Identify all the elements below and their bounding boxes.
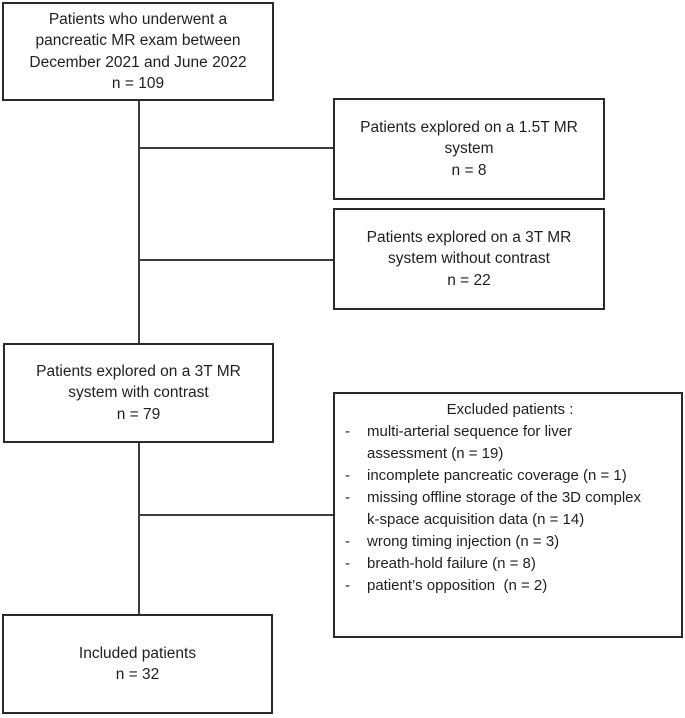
box-included-patients: Included patients n = 32 <box>2 614 273 714</box>
connector-branch-3t-no-contrast <box>139 259 333 261</box>
box-excluded-3t-without-contrast: Patients explored on a 3T MR system with… <box>333 208 605 310</box>
box-text-line: system without contrast <box>388 250 550 268</box>
excluded-item-text: multi-arterial sequence for liver <box>367 423 573 440</box>
excluded-item-text: incomplete pancreatic coverage (n = 1) <box>367 467 627 484</box>
box-text-line: pancreatic MR exam between <box>35 32 241 49</box>
excluded-item: - breath-hold failure (n = 8) <box>345 553 675 575</box>
excluded-item: - wrong timing injection (n = 3) <box>345 531 675 553</box>
box-count: n = 8 <box>451 161 487 179</box>
bullet-dash: - <box>345 533 350 550</box>
box-count: n = 32 <box>115 666 160 683</box>
connector-branch-excluded <box>139 514 333 516</box>
bullet-dash: - <box>345 555 350 572</box>
bullet-dash: - <box>345 489 350 506</box>
excluded-item: - multi-arterial sequence for liver asse… <box>345 421 675 465</box>
excluded-item-text: breath-hold failure (n = 8) <box>367 555 536 572</box>
connector-vertical-bottom <box>138 443 140 614</box>
box-text-line: system <box>444 140 494 158</box>
connector-branch-15t <box>139 147 333 149</box>
box-text-line: system with contrast <box>68 384 209 402</box>
bullet-dash: - <box>345 577 350 594</box>
bullet-dash: - <box>345 467 350 484</box>
box-3t-with-contrast: Patients explored on a 3T MR system with… <box>3 343 274 443</box>
excluded-item: - missing offline storage of the 3D comp… <box>345 487 675 531</box>
excluded-item: - incomplete pancreatic coverage (n = 1) <box>345 465 675 487</box>
excluded-item-text: k-space acquisition data (n = 14) <box>367 511 585 528</box>
box-text-line: Included patients <box>78 644 197 662</box>
excluded-item-text: assessment (n = 19) <box>367 445 504 462</box>
box-text-line: Patients explored on a 3T MR <box>366 228 572 246</box>
excluded-item-text: patient’s opposition (n = 2) <box>367 577 548 594</box>
box-count: n = 79 <box>116 405 161 423</box>
box-text-line: Patients who underwent a <box>48 10 228 28</box>
box-count: n = 109 <box>111 75 165 92</box>
box-initial-cohort: Patients who underwent a pancreatic MR e… <box>2 2 274 101</box>
excluded-title: Excluded patients : <box>446 401 574 418</box>
excluded-item-text: wrong timing injection (n = 3) <box>367 533 560 550</box>
box-excluded-15t-system: Patients explored on a 1.5T MR system n … <box>333 98 605 200</box>
excluded-item-text: missing offline storage of the 3D comple… <box>367 489 642 506</box>
box-count: n = 22 <box>447 271 491 289</box>
box-text-line: Patients explored on a 1.5T MR <box>360 118 578 136</box>
box-text-line: December 2021 and June 2022 <box>29 53 247 71</box>
bullet-dash: - <box>345 423 350 440</box>
box-text-line: Patients explored on a 3T MR <box>36 362 241 380</box>
excluded-item: - patient’s opposition (n = 2) <box>345 575 675 597</box>
connector-vertical-top <box>138 101 140 343</box>
box-excluded-patients: Excluded patients : - multi-arterial seq… <box>333 392 683 638</box>
